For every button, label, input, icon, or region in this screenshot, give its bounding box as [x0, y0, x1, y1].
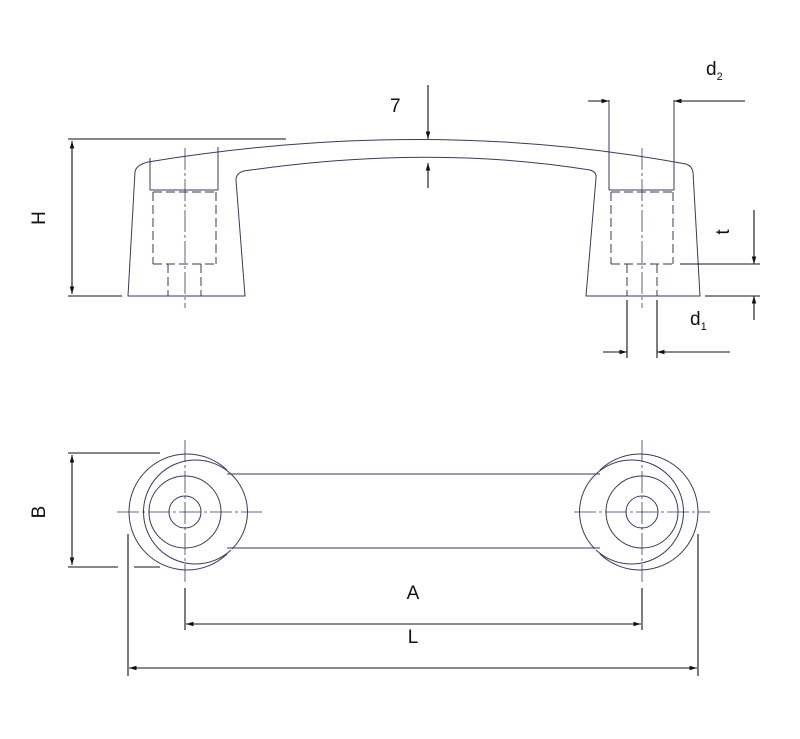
right-hole-hidden — [608, 100, 675, 308]
top-view: B A L — [29, 440, 710, 676]
label-d2: d2 — [706, 59, 723, 83]
label-L: L — [408, 627, 419, 648]
dimension-B: B — [29, 452, 160, 568]
label-B: B — [29, 506, 50, 519]
dimension-A: A — [184, 583, 643, 630]
label-thickness: 7 — [390, 96, 401, 117]
dimension-H: H — [29, 138, 286, 297]
label-H: H — [29, 211, 50, 225]
front-view: H 7 d2 t d1 — [29, 59, 760, 358]
left-boss — [117, 440, 262, 582]
left-hole-hidden — [149, 147, 219, 308]
handle-outer-outline — [127, 139, 701, 297]
label-A: A — [407, 583, 420, 604]
label-t: t — [713, 229, 734, 235]
dimension-thickness: 7 — [390, 85, 431, 188]
label-d1: d1 — [690, 309, 707, 333]
dimension-t: t — [680, 210, 760, 320]
right-boss — [574, 440, 710, 582]
dimension-d2: d2 — [588, 59, 745, 104]
dimension-L: L — [127, 534, 699, 676]
dimension-d1: d1 — [603, 300, 730, 358]
